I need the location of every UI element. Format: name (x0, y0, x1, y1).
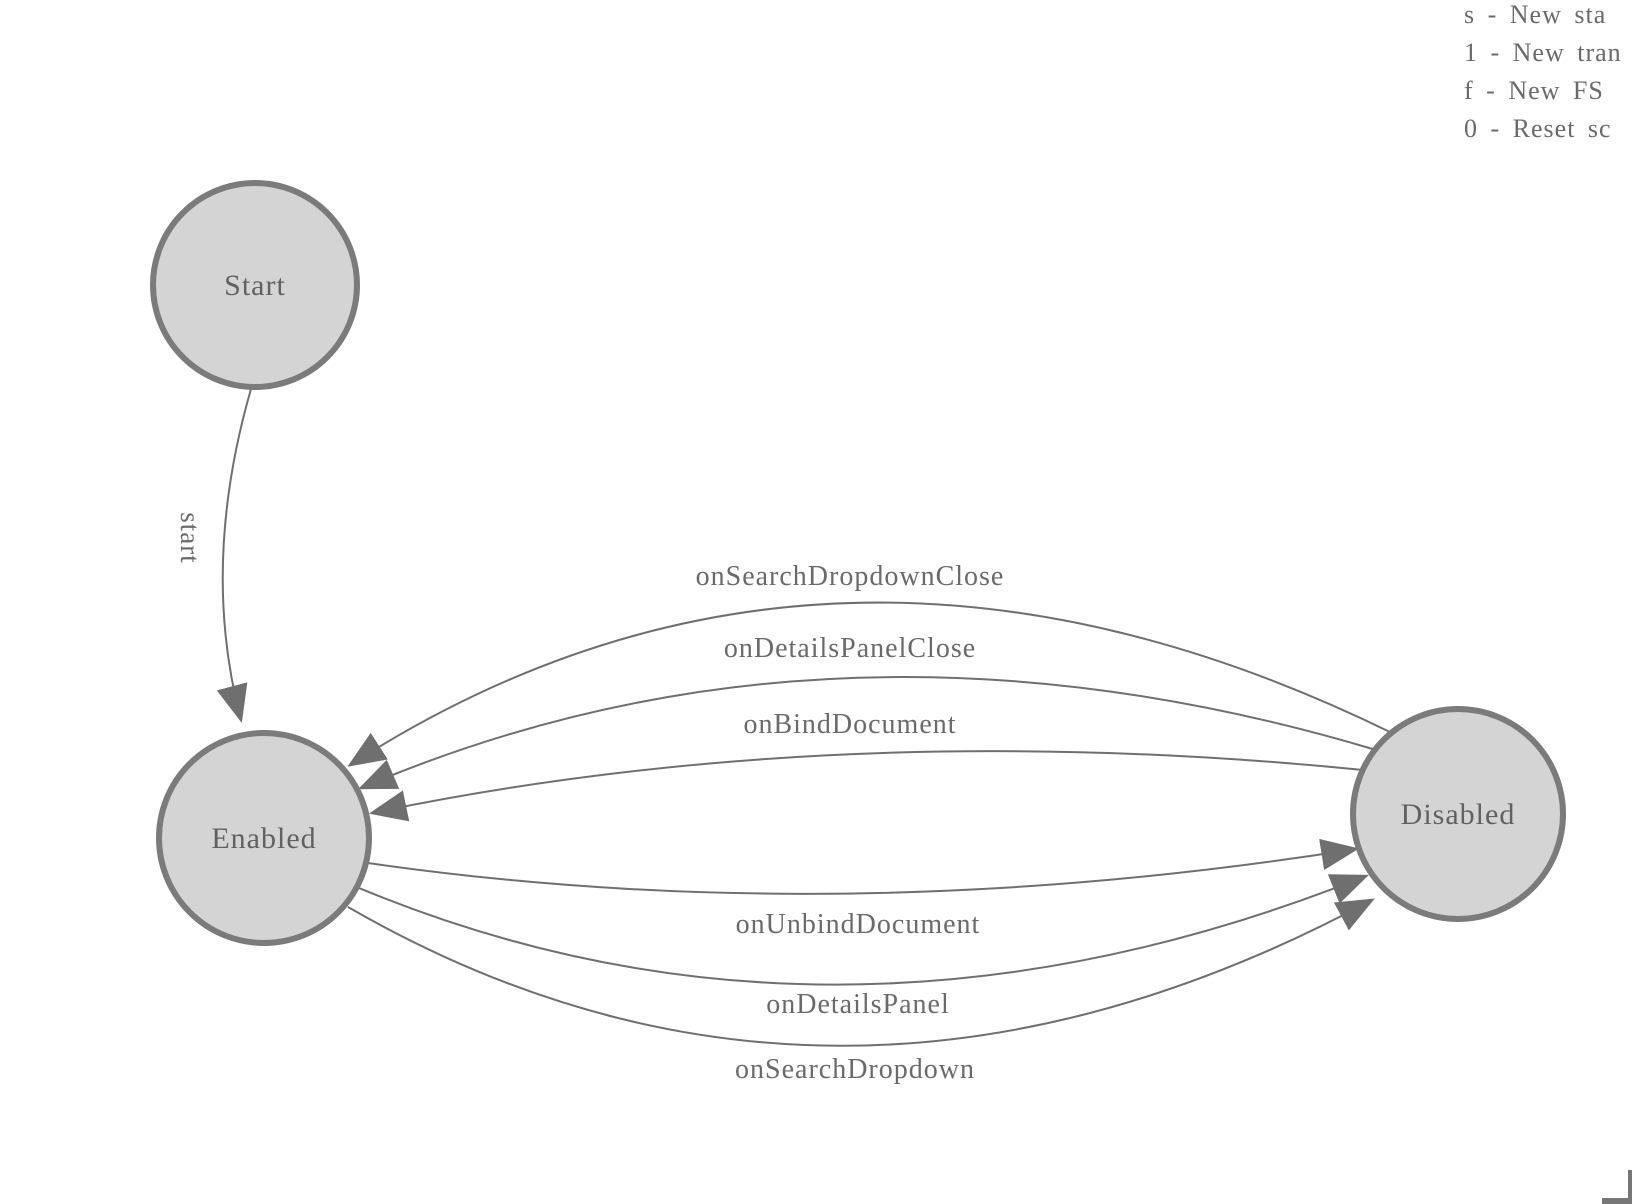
transition-label-start[interactable]: start (175, 512, 205, 564)
state-label-enabled: Enabled (211, 822, 316, 855)
transition-edge-onSearchDropdownClose[interactable] (347, 601, 1393, 767)
state-node-disabled[interactable]: Disabled (1350, 706, 1566, 922)
state-label-start: Start (224, 269, 286, 302)
transition-label-onBindDocument[interactable]: onBindDocument (743, 709, 956, 740)
transition-label-onDetailsPanelClose[interactable]: onDetailsPanelClose (724, 633, 976, 664)
transition-label-onUnbindDocument[interactable]: onUnbindDocument (736, 909, 981, 940)
transition-label-onSearchDropdownClose[interactable]: onSearchDropdownClose (696, 561, 1005, 592)
shortcut-legend: s - New sta 1 - New tran f - New FS 0 - … (1464, 0, 1632, 148)
legend-item-new-fsm: f - New FS (1464, 76, 1604, 105)
state-node-enabled[interactable]: Enabled (156, 730, 372, 946)
transition-label-onDetailsPanel[interactable]: onDetailsPanel (766, 989, 950, 1020)
state-circle-disabled[interactable] (1350, 706, 1566, 922)
transition-label-onSearchDropdown[interactable]: onSearchDropdown (735, 1054, 975, 1085)
transition-edge-onBindDocument[interactable] (368, 750, 1364, 822)
transition-edge-onDetailsPanelClose[interactable] (358, 676, 1377, 790)
transition-edge-onDetailsPanel[interactable] (358, 874, 1369, 986)
legend-item-new-state: s - New sta (1464, 0, 1607, 29)
state-node-start[interactable]: Start (150, 180, 360, 390)
state-circle-start[interactable] (150, 180, 360, 390)
offscreen-box-corner (1602, 1170, 1632, 1204)
legend-item-new-transition: 1 - New tran (1464, 38, 1622, 67)
state-circle-enabled[interactable] (156, 730, 372, 946)
state-label-disabled: Disabled (1401, 798, 1516, 831)
transition-edge-onSearchDropdown[interactable] (347, 898, 1375, 1047)
legend-item-reset: 0 - Reset sc (1464, 114, 1612, 143)
transition-edge-start[interactable] (216, 388, 252, 724)
transition-edge-onUnbindDocument[interactable] (367, 838, 1360, 895)
